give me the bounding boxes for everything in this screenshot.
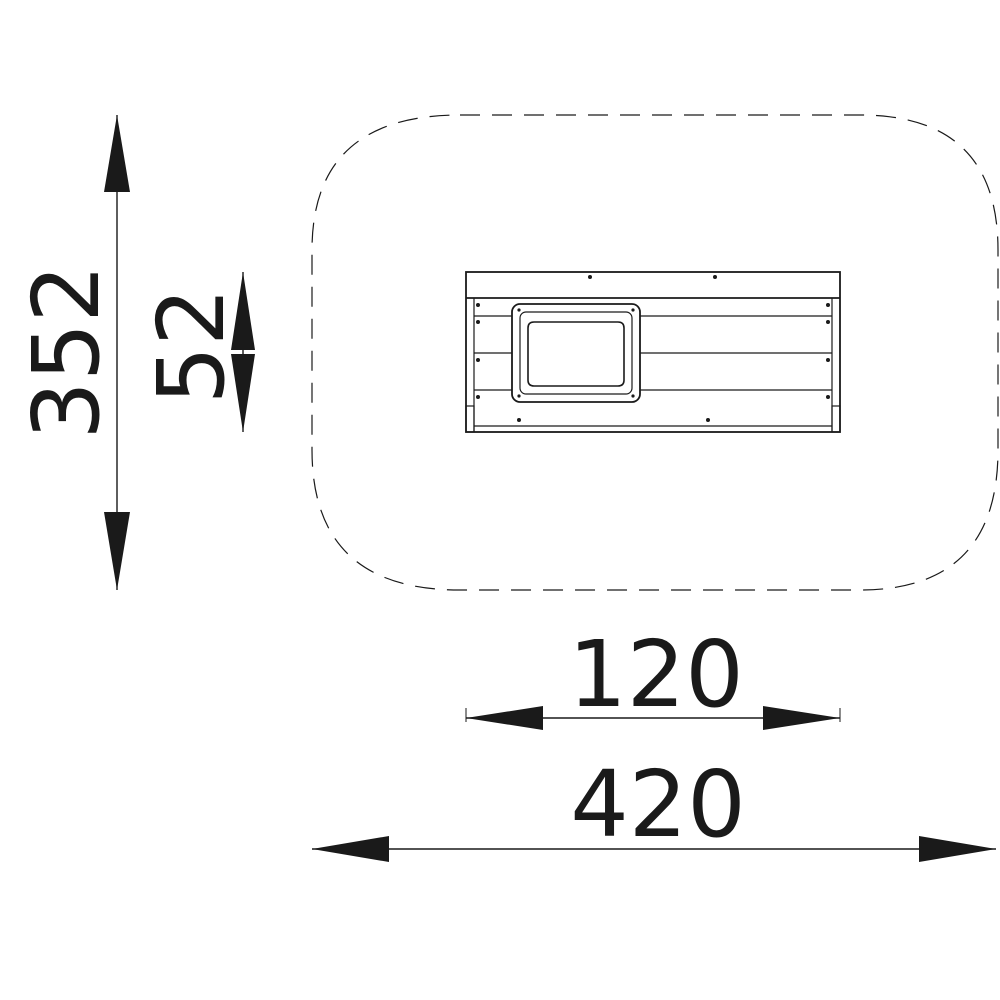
product-width-label: 120 — [568, 621, 744, 728]
sand-basin-bowl — [527, 321, 625, 387]
product-depth-label: 52 — [138, 287, 245, 404]
dimension-total-depth: 352 — [13, 115, 130, 590]
total-depth-label: 352 — [13, 264, 120, 440]
sandbox-top-view — [465, 271, 841, 433]
arrow-down-icon — [231, 354, 255, 432]
sandbox-body — [465, 271, 841, 433]
arrow-up-icon — [104, 115, 130, 192]
arrow-left-icon — [466, 706, 543, 730]
sand-basin-inner — [519, 311, 633, 395]
arrow-left-icon — [312, 836, 389, 862]
dimension-product-width: 120 — [465, 621, 841, 730]
sand-basin-outer — [511, 303, 641, 403]
arrow-right-icon — [919, 836, 996, 862]
screws — [476, 275, 830, 422]
safety-zone-outline — [311, 114, 999, 591]
arrow-up-icon — [231, 272, 255, 350]
dimension-total-width: 420 — [312, 751, 996, 862]
arrow-down-icon — [104, 512, 130, 590]
total-width-label: 420 — [570, 751, 746, 858]
dimension-product-depth: 52 — [138, 272, 255, 432]
arrow-right-icon — [763, 706, 840, 730]
